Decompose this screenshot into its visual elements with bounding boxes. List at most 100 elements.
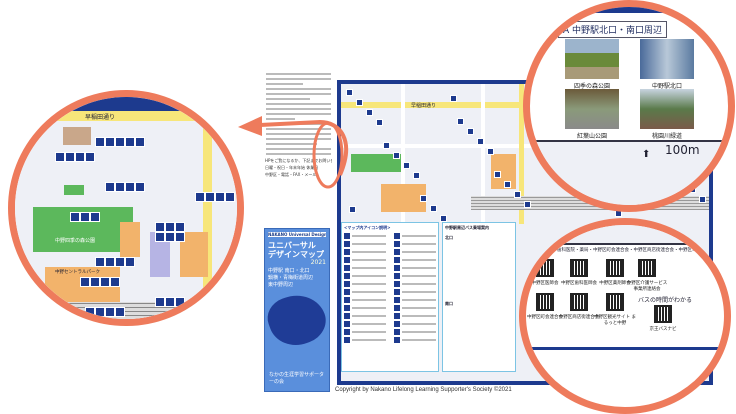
facility-icon xyxy=(80,212,90,222)
facility-icon xyxy=(467,128,474,135)
facility-icon xyxy=(110,277,120,287)
doc-line: 中野区・電話・FAX・メール xyxy=(265,172,317,177)
facility-icon xyxy=(403,162,410,169)
cover-organization: なかの生涯学習サポーターの会 xyxy=(269,372,325,385)
facility-icon xyxy=(346,89,353,96)
legend-row xyxy=(344,233,436,239)
facility-icon xyxy=(95,137,105,147)
zoomed-map-circle: 早稲田通り 中野四季の森公園 中野セントラルパーク xyxy=(8,90,244,326)
doc-line: 日曜・祝日・年末年始 休業日 xyxy=(265,165,319,170)
facility-icon xyxy=(155,297,165,307)
facility-icon xyxy=(366,109,373,116)
facility-icon xyxy=(175,232,185,242)
map-cover: NAKANO Universal Design MAP ユニバーサルデザインマッ… xyxy=(262,228,332,392)
bus-guide-title: 中野駅周辺バス乗場案内 xyxy=(445,225,489,230)
cover-title: ユニバーサルデザインマップ xyxy=(268,241,324,259)
zoom-central-park-label: 中野セントラルパーク xyxy=(55,270,100,275)
qr-label: 中野区観光サイト まるっと中野 xyxy=(594,315,636,326)
cover-year: 2021 xyxy=(310,259,326,266)
qr-code[interactable] xyxy=(536,259,554,277)
facility-icon xyxy=(487,148,494,155)
legend-row xyxy=(344,257,436,263)
facility-icon xyxy=(205,192,215,202)
facility-icon xyxy=(225,192,235,202)
qr-code[interactable] xyxy=(570,259,588,277)
document-page: HPをご覧になるか、下記までお問い合わせください。 日曜・祝日・年末年始 休業日… xyxy=(262,70,335,210)
zoom-street-label: 早稲田通り xyxy=(85,114,116,121)
area-heading: A 中野駅北口・南口周辺 xyxy=(558,21,668,38)
facility-icon xyxy=(477,138,484,145)
qr-circle: 区内の医院・歯科医院・薬局・中野区町会連合会・中野区商店街連合会・中野区介護サー… xyxy=(519,218,731,414)
facility-icon xyxy=(85,307,95,317)
copyright: Copyright by Nakano Lifelong Learning Su… xyxy=(335,387,512,393)
doc-line: HPをご覧になるか、下記までお問い合わせください。 xyxy=(265,158,332,163)
qr-code[interactable] xyxy=(606,293,624,311)
facility-icon xyxy=(165,232,175,242)
photo-circle: A 中野駅北口・南口周辺 四季の森公園 中野駅北口 紅葉山公園 桃園川緑道 10… xyxy=(523,0,735,212)
facility-icon xyxy=(105,257,115,267)
legend-row xyxy=(344,329,436,335)
facility-icon xyxy=(105,307,115,317)
bus-stop-guide: 中野駅周辺バス乗場案内 北口 南口 xyxy=(442,222,516,372)
facility-icon xyxy=(393,152,400,159)
facility-icon xyxy=(175,222,185,232)
bus-heading: バスの時間がわかる xyxy=(638,297,693,304)
pointer-arrow xyxy=(238,116,349,189)
qr-code[interactable] xyxy=(536,293,554,311)
facility-icon xyxy=(115,182,125,192)
facility-icon xyxy=(65,152,75,162)
north-arrow-icon: ⬆ xyxy=(642,149,651,160)
zoom-park-label: 中野四季の森公園 xyxy=(55,238,96,244)
facility-icon xyxy=(100,277,110,287)
facility-icon xyxy=(195,192,205,202)
qr-label: 中野区医師会 xyxy=(531,281,559,286)
facility-icon xyxy=(70,212,80,222)
legend-row xyxy=(344,305,436,311)
qr-code[interactable] xyxy=(570,293,588,311)
facility-icon xyxy=(356,99,363,106)
facility-icon xyxy=(90,212,100,222)
facility-icon xyxy=(420,195,427,202)
facility-icon xyxy=(457,118,464,125)
legend-row xyxy=(344,297,436,303)
facility-icon xyxy=(105,137,115,147)
legend-row xyxy=(344,265,436,271)
legend-row xyxy=(344,321,436,327)
qr-code[interactable] xyxy=(638,259,656,277)
legend-row xyxy=(344,249,436,255)
legend-row xyxy=(344,273,436,279)
cover-areas: 中野駅 南口・北口鍋横・青梅街道周辺東中野周辺 xyxy=(268,268,314,288)
facility-icon xyxy=(494,171,501,178)
legend-row xyxy=(344,337,436,343)
qr-code[interactable] xyxy=(606,259,624,277)
facility-icon xyxy=(504,181,511,188)
facility-icon xyxy=(55,152,65,162)
facility-icon xyxy=(85,152,95,162)
facility-icon xyxy=(514,191,521,198)
qr-label: 中野区歯科医師会 xyxy=(561,281,597,286)
icon-legend: <マップ内アイコン説明> xyxy=(341,222,439,372)
facility-icon xyxy=(90,277,100,287)
legend-row xyxy=(344,241,436,247)
facility-icon xyxy=(135,137,145,147)
scale-bar-label: 100m xyxy=(665,143,700,157)
street-label: 早稲田通り xyxy=(411,103,437,109)
facility-icon xyxy=(376,119,383,126)
facility-icon xyxy=(175,297,185,307)
qr-label: 中野区薬剤師会 xyxy=(599,281,631,286)
bus-qr-code[interactable] xyxy=(654,305,672,323)
qr-intro: 区内の医院・歯科医院・薬局・中野区町会連合会・中野区商店街連合会・中野区介護サー… xyxy=(530,248,719,253)
legend-row xyxy=(344,289,436,295)
photo-momozono xyxy=(640,89,694,129)
photo-caption: 中野駅北口 xyxy=(651,83,682,90)
nakano-ward-shape xyxy=(262,286,332,354)
facility-icon xyxy=(215,192,225,202)
facility-icon xyxy=(383,142,390,149)
facility-icon xyxy=(440,215,447,222)
facility-icon xyxy=(95,307,105,317)
north-exit-label: 北口 xyxy=(445,235,453,240)
facility-icon xyxy=(115,137,125,147)
facility-icon xyxy=(155,222,165,232)
legend-row xyxy=(344,313,436,319)
facility-icon xyxy=(95,257,105,267)
